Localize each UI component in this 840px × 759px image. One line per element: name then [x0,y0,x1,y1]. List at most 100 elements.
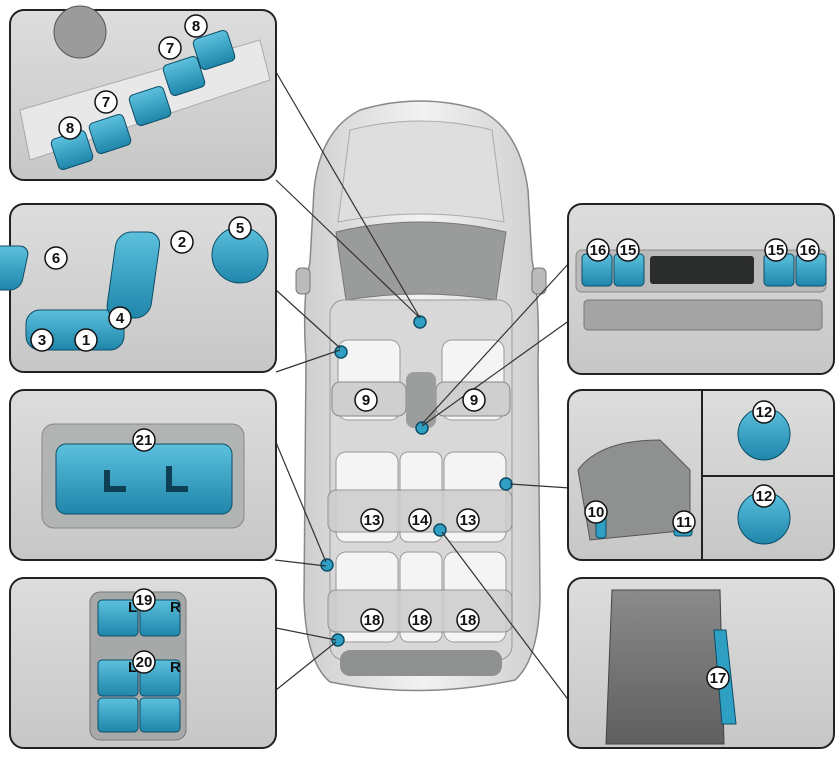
callout-number: 7 [166,40,174,57]
seat-fold-icon [104,470,126,492]
callout-c6: 6 [44,246,68,270]
marker-dash-switches [413,315,427,329]
marker-driver-seat [334,345,348,359]
callout-c7b: 7 [158,36,182,60]
third-row-seatback [605,589,725,745]
steering-heat-button[interactable] [128,85,172,127]
callout-c13b: 13 [456,508,480,532]
callout-c2: 2 [170,230,194,254]
callout-circle [132,428,156,452]
callout-circle [360,608,384,632]
panel-climate-seat-switches [567,203,835,375]
callout-number: 15 [768,242,785,259]
callout-c19: 19 [132,588,156,612]
second-row-left-slide[interactable] [97,697,139,733]
switch-letter-l2: L [128,659,137,676]
switch-letter-l1: L [128,599,137,616]
panel-walk-in-buttons [9,389,277,561]
seat-unfold-icon [166,466,188,492]
second-row-left-recline[interactable] [97,659,139,697]
lumbar-switch[interactable] [0,245,30,291]
callout-c7a: 7 [94,90,118,114]
callout-c18b: 18 [408,608,432,632]
callout-circle [796,238,820,262]
ventilated-seat-button[interactable] [88,113,132,155]
panel-second-row-lever [567,389,835,561]
callout-c21: 21 [132,428,156,452]
callout-c8a: 8 [58,116,82,140]
callout-circle [672,510,696,534]
callout-number: 17 [710,670,727,687]
callout-circle [408,508,432,532]
callout-number: 20 [136,654,153,671]
hood [337,120,505,223]
callout-circle [752,400,776,424]
switch-letter-r1: R [170,599,181,616]
second-row-right-slide[interactable] [139,697,181,733]
right-mirror [531,267,547,295]
callout-circle [30,328,54,352]
callout-circle [456,608,480,632]
callout-circle [108,306,132,330]
callout-c9b: 9 [462,388,486,412]
callout-number: 16 [800,242,817,259]
callout-number: 15 [620,242,637,259]
callout-c18c: 18 [456,608,480,632]
callout-number: 4 [116,310,125,327]
callout-circle [158,36,182,60]
panel-power-seat-controls [0,203,277,373]
callout-circle [44,246,68,270]
callout-c20: 20 [132,650,156,674]
callout-circle [616,238,640,262]
ventilated-seat-button-right[interactable] [162,55,206,97]
callout-c16a: 16 [586,238,610,262]
callout-number: 11 [676,514,692,531]
callout-circle [170,230,194,254]
callout-c13a: 13 [360,508,384,532]
callout-circle [706,666,730,690]
callout-number: 3 [38,332,46,349]
callout-circle [132,588,156,612]
callout-circle [456,508,480,532]
dial-knob [53,5,107,59]
callout-circle [752,484,776,508]
callout-number: 13 [460,512,477,529]
callout-number: 6 [52,250,60,267]
callout-number: 19 [136,592,153,609]
panel-door-seat-switches [9,5,277,181]
callout-c10: 10 [584,500,608,524]
callout-circle [462,388,486,412]
callout-number: 7 [102,94,110,111]
callout-circle [584,500,608,524]
callout-number: 9 [362,392,370,409]
callout-c4: 4 [108,306,132,330]
left-mirror [295,267,311,295]
callout-number: 18 [412,612,429,629]
heated-seat-button-right[interactable] [192,29,236,71]
callout-circle [586,238,610,262]
third-row-left-button[interactable] [97,599,139,637]
callout-number: 10 [588,504,605,521]
walk-in-button-pair[interactable] [55,443,233,515]
callout-number: 5 [236,220,244,237]
rear-window [340,650,502,676]
callout-c9a: 9 [354,388,378,412]
callout-c18a: 18 [360,608,384,632]
callout-circle [764,238,788,262]
callout-circle [184,14,208,38]
windshield [335,221,507,301]
callout-c1: 1 [74,328,98,352]
callout-c11: 11 [672,510,696,534]
callout-number: 18 [460,612,477,629]
callout-number: 16 [590,242,607,259]
callout-c15a: 15 [616,238,640,262]
callout-c14: 14 [408,508,432,532]
callout-number: 18 [364,612,381,629]
callout-circle [132,650,156,674]
car-top-view [295,100,547,692]
callout-c8b: 8 [184,14,208,38]
callout-number: 14 [412,512,429,529]
callout-circle [354,388,378,412]
callout-number: 8 [66,120,74,137]
